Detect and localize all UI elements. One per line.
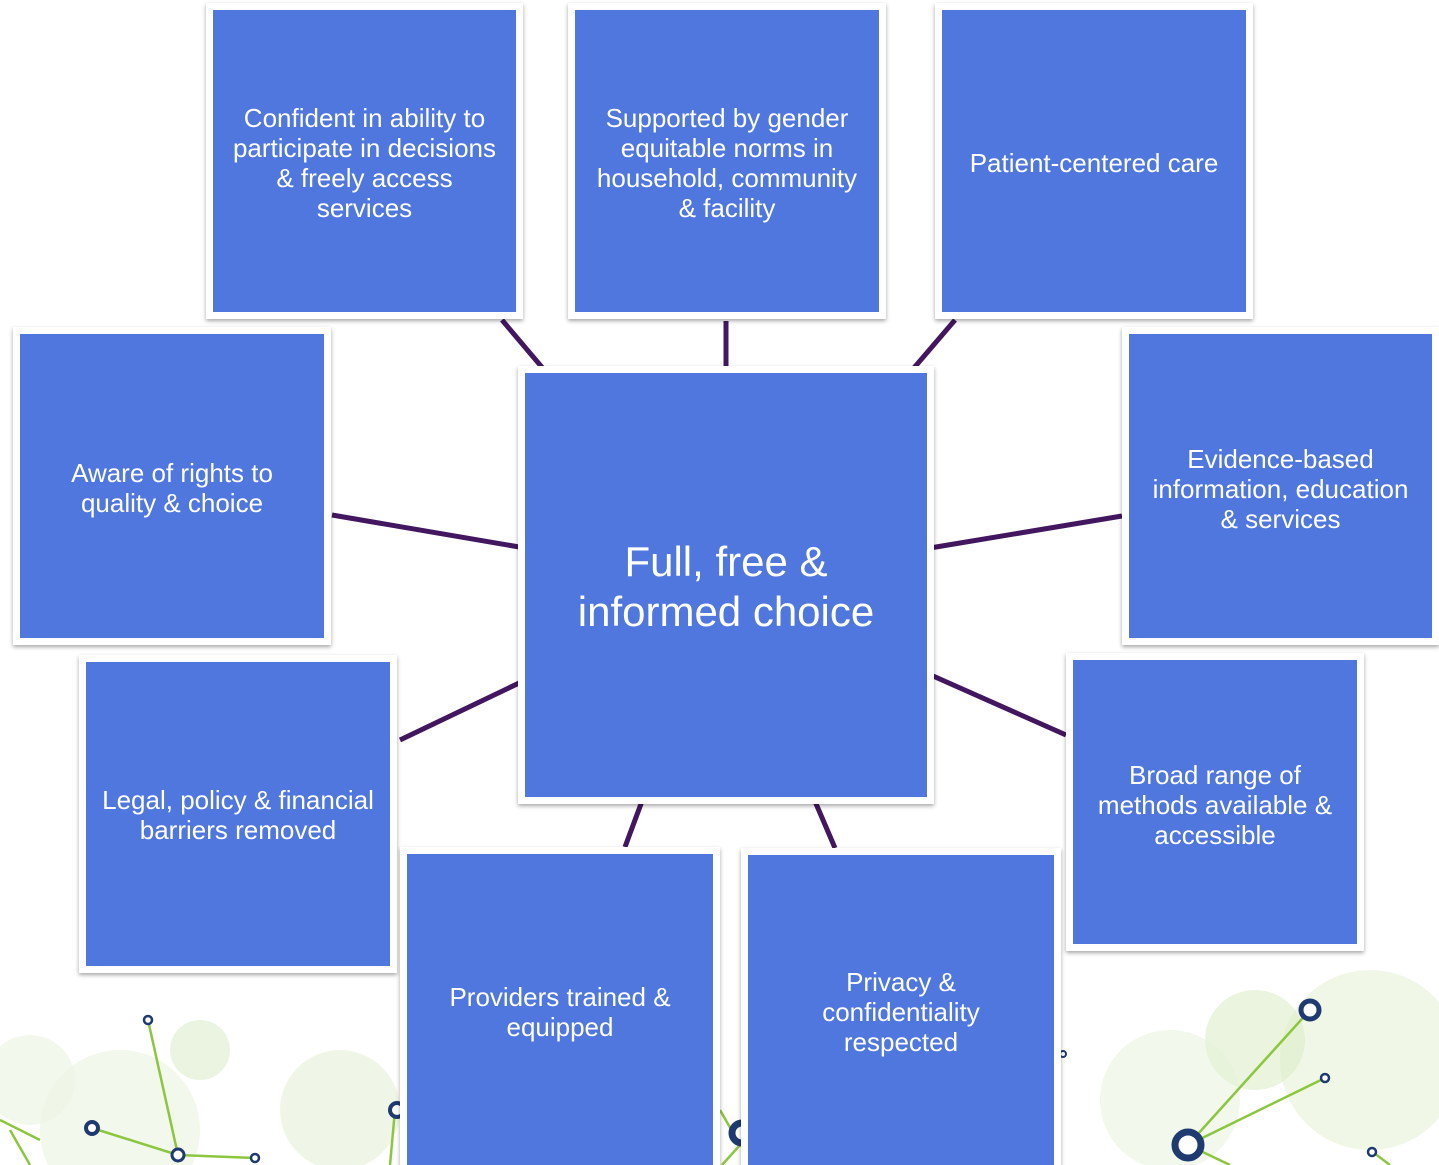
- connector-aware-rights: [331, 512, 526, 551]
- node-broad-range: Broad range of methods available & acces…: [1066, 653, 1364, 951]
- node-legal-barriers: Legal, policy & financial barriers remov…: [79, 655, 397, 973]
- center-node: Full, free & informed choice: [518, 366, 934, 804]
- node-label: Evidence-based information, education & …: [1152, 444, 1409, 534]
- connector-broad-range: [913, 665, 1068, 738]
- node-label: Broad range of methods available & acces…: [1097, 760, 1333, 850]
- bubble-decoration: [170, 1020, 230, 1080]
- node-label: Legal, policy & financial barriers remov…: [102, 785, 374, 845]
- node-label: Privacy & confidentiality respected: [822, 967, 980, 1057]
- bubble-decoration: [280, 1050, 400, 1165]
- node-confident: Confident in ability to participate in d…: [206, 3, 523, 319]
- node-aware-rights: Aware of rights to quality & choice: [13, 327, 331, 645]
- node-label: Confident in ability to participate in d…: [232, 103, 497, 223]
- node-label: Supported by gender equitable norms in h…: [596, 103, 858, 223]
- node-patient-centered: Patient-centered care: [935, 3, 1253, 319]
- center-label: Full, free & informed choice: [577, 538, 875, 635]
- node-label: Aware of rights to quality & choice: [71, 458, 273, 518]
- connector-legal-barriers: [398, 670, 542, 743]
- node-providers: Providers trained & equipped: [400, 847, 720, 1165]
- bubble-decoration: [1100, 1030, 1240, 1165]
- node-label: Patient-centered care: [969, 148, 1219, 178]
- node-privacy: Privacy & confidentiality respected: [741, 848, 1061, 1165]
- network-lines: [0, 1009, 1391, 1165]
- connector-evidence-based: [929, 513, 1123, 551]
- node-evidence-based: Evidence-based information, education & …: [1122, 327, 1439, 645]
- node-label: Providers trained & equipped: [449, 982, 671, 1042]
- node-gender-norms: Supported by gender equitable norms in h…: [568, 3, 886, 319]
- bubble-decoration: [0, 1035, 75, 1125]
